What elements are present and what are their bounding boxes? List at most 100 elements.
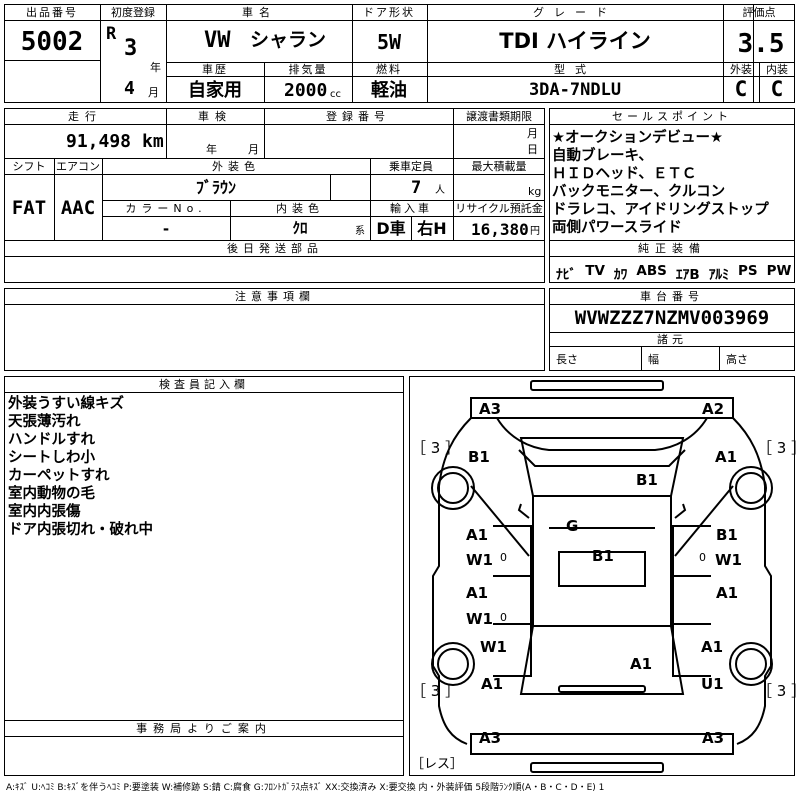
height-label: 高さ <box>726 353 748 366</box>
capacity-label: 乗車定員 <box>389 160 433 173</box>
grade: TDI ハイライン <box>499 29 651 53</box>
car-diagram <box>431 380 773 773</box>
mark-rr-tire: ［ 3 ］ <box>757 682 800 700</box>
mark-spare: ［レス］ <box>411 757 464 772</box>
inspector-note: カーペットすれ <box>8 468 110 484</box>
int-grade: C <box>770 77 784 101</box>
chassis-number: WVWZZZ7NZMV003969 <box>574 307 770 329</box>
mark-lq-a: A1 <box>481 675 504 693</box>
ac-label: エアコン <box>56 160 100 173</box>
displacement-label: 排気量 <box>288 63 328 76</box>
mark-rq-u: U1 <box>701 675 724 693</box>
sales-points-block <box>549 108 795 283</box>
import: D車 <box>376 219 406 238</box>
ext-label: 外装 <box>730 63 752 76</box>
mark-rf-door-a: B1 <box>716 526 738 544</box>
ext-grade: C <box>734 77 748 101</box>
inspector-label: 検査員記入欄 <box>159 378 249 391</box>
mark-lr-door-o: 0 <box>500 611 507 624</box>
mark-lq-w: W1 <box>480 638 507 656</box>
mark-lr-door-a: A1 <box>466 584 489 602</box>
history-label: 車歴 <box>202 63 228 76</box>
score: 3.5 <box>737 29 785 59</box>
mark-rear-glass: A1 <box>630 655 653 673</box>
inspector-notes: 外装うすい線キズ 天張薄汚れ ハンドルすれ シートしわ小 カーペットすれ 室内動… <box>8 395 153 539</box>
import-label: 輸入車 <box>390 202 432 215</box>
mark-rr-door-a: A1 <box>716 584 739 602</box>
fuel-label: 燃料 <box>376 63 402 76</box>
displacement-unit: cc <box>330 89 341 100</box>
equipment-item: ｴｱB <box>675 267 700 283</box>
mark-right-tire: ［ 3 ］ <box>757 439 800 457</box>
chassis-label: 車台番号 <box>640 290 704 303</box>
later-parts-label: 後日発送部品 <box>227 242 323 255</box>
shift: FAT <box>11 197 47 219</box>
notes-block <box>4 288 545 371</box>
inspector-note: ドア内張切れ・破れ中 <box>8 522 153 538</box>
mark-rf-fender: A1 <box>715 448 738 466</box>
mark-front-right: A2 <box>702 400 725 418</box>
first-reg-label: 初度登録 <box>111 6 155 19</box>
mark-left-tire: ［ 3 ］ <box>411 439 461 457</box>
mark-rf-door-o: 0 <box>699 551 706 564</box>
sales-point: 自動ブレーキ、 <box>552 148 653 164</box>
ac: AAC <box>60 197 96 219</box>
lot-no-label: 出品番号 <box>26 6 78 19</box>
mark-rf-door-w: W1 <box>715 551 742 569</box>
inspector-note: ハンドルすれ <box>8 432 95 448</box>
history: 自家用 <box>188 80 242 101</box>
sales-point: ドラレコ、アイドリングストップ <box>552 202 769 218</box>
model: シャラン <box>250 29 327 51</box>
office-label: 事務局よりご案内 <box>136 722 272 735</box>
header-block <box>4 4 754 103</box>
equipment-label: 純正装備 <box>638 242 706 255</box>
notes-label: 注意事項欄 <box>235 290 315 303</box>
sales-points-list: ★オークションデビュー★ 自動ブレーキ、 ＨＩＤヘッド、ＥＴＣ バックモニター、… <box>552 129 769 237</box>
steering: 右H <box>417 219 447 238</box>
type: 3DA-7NDLU <box>528 80 622 100</box>
equipment-list: ﾅﾋﾞ TV ｶﾜ ABS ｴｱB ｱﾙﾐ PS PW <box>556 263 791 283</box>
recycle-label: リサイクル預託金 <box>455 202 543 215</box>
recycle-unit: 円 <box>530 226 540 237</box>
sales-point: 両側パワースライド <box>552 220 682 236</box>
capacity-unit: 人 <box>435 185 445 196</box>
era: R <box>106 24 117 44</box>
mileage: 91,498 <box>66 131 132 152</box>
inspector-note: 室内動物の毛 <box>8 486 95 502</box>
shift-label: シフト <box>12 160 46 173</box>
recycle: 16,380 <box>471 220 529 239</box>
interior-color-label: 内装色 <box>276 202 324 215</box>
inspector-block <box>4 376 404 776</box>
maker: VW <box>204 28 231 53</box>
mark-lf-fender: B1 <box>468 448 490 466</box>
sales-points-label: セールスポイント <box>612 110 732 123</box>
score-label: 評価点 <box>742 6 776 19</box>
vehicle-info-block <box>4 108 545 283</box>
equipment-item: TV <box>585 263 605 279</box>
capacity: 7 <box>411 178 422 198</box>
transfer-month-unit: 月 <box>527 127 538 140</box>
equipment-item: ｶﾜ <box>613 267 628 283</box>
mark-rear-right: A3 <box>702 729 725 747</box>
transfer-label: 譲渡書類期限 <box>466 110 532 123</box>
lot-no: 5002 <box>20 27 84 57</box>
width-label: 幅 <box>648 353 659 366</box>
car-diagram-block <box>409 376 795 776</box>
month-unit: 月 <box>148 86 159 99</box>
inspector-note: 室内内張傷 <box>8 504 81 520</box>
color-no-label: カラーNo. <box>125 202 207 215</box>
mark-lf-door-a: A1 <box>466 526 489 544</box>
length-label: 長さ <box>556 353 578 366</box>
mark-rear-left: A3 <box>479 729 502 747</box>
interior-color-unit: 系 <box>355 226 365 237</box>
maker-label: 車名 <box>242 6 276 19</box>
equipment-item: PW <box>766 263 792 279</box>
displacement: 2000 <box>284 80 328 101</box>
load-label: 最大積載量 <box>471 160 527 173</box>
mark-lf-door-o: 0 <box>500 551 507 564</box>
interior-color: ｸﾛ <box>292 219 308 237</box>
insp-year-unit: 年 <box>206 143 217 156</box>
dimensions-label: 諸元 <box>657 333 687 346</box>
exterior-color: ﾌﾞﾗｳﾝ <box>195 178 237 197</box>
first-reg-month: 4 <box>124 78 135 99</box>
